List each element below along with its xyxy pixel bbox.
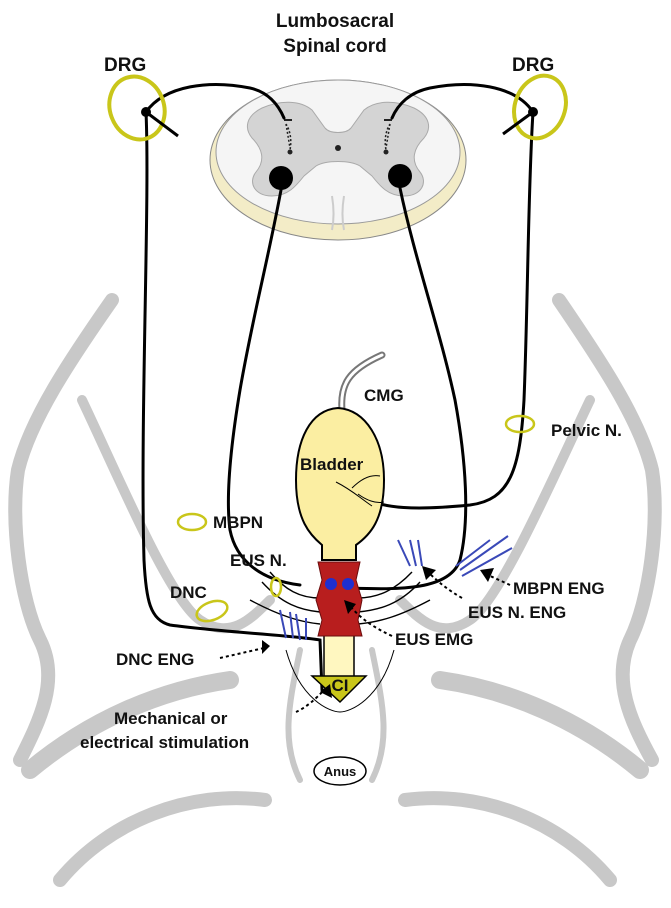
stim-label-line-2: electrical stimulation bbox=[80, 733, 249, 752]
title-line-1: Lumbosacral bbox=[276, 11, 394, 32]
drg-left-ring bbox=[101, 69, 174, 148]
anus-label: Anus bbox=[324, 764, 357, 779]
eus-emg-label: EUS EMG bbox=[395, 630, 473, 649]
cmg-label: CMG bbox=[364, 386, 404, 405]
emg-electrode-right bbox=[342, 578, 354, 590]
bladder-group bbox=[286, 355, 394, 712]
dnc-label: DNC bbox=[170, 583, 207, 602]
dnc-eng-label: DNC ENG bbox=[116, 650, 194, 669]
motor-neuron-right bbox=[388, 164, 412, 188]
eus-n-label: EUS N. bbox=[230, 551, 287, 570]
eus-n-eng-label: EUS N. ENG bbox=[468, 603, 566, 622]
drg-right-label: DRG bbox=[512, 55, 554, 76]
stim-label-line-1: Mechanical or bbox=[114, 709, 228, 728]
pelvic-n-cuff bbox=[506, 416, 534, 432]
mbpn-cuff bbox=[178, 514, 206, 530]
urethra bbox=[324, 630, 354, 680]
mbpn-eng-label: MBPN ENG bbox=[513, 579, 605, 598]
spinal-cord bbox=[210, 80, 466, 240]
mbpn-label: MBPN bbox=[213, 513, 263, 532]
motor-neuron-left bbox=[269, 166, 293, 190]
pelvic-n-label: Pelvic N. bbox=[551, 421, 622, 440]
emg-electrode-left bbox=[325, 578, 337, 590]
bladder-label: Bladder bbox=[300, 455, 364, 474]
ci-label: CI bbox=[332, 676, 349, 695]
external-urethral-sphincter bbox=[316, 562, 362, 636]
drg-left-label: DRG bbox=[104, 55, 146, 76]
drg-right-ring bbox=[506, 68, 575, 145]
title-line-2: Spinal cord bbox=[283, 36, 386, 57]
